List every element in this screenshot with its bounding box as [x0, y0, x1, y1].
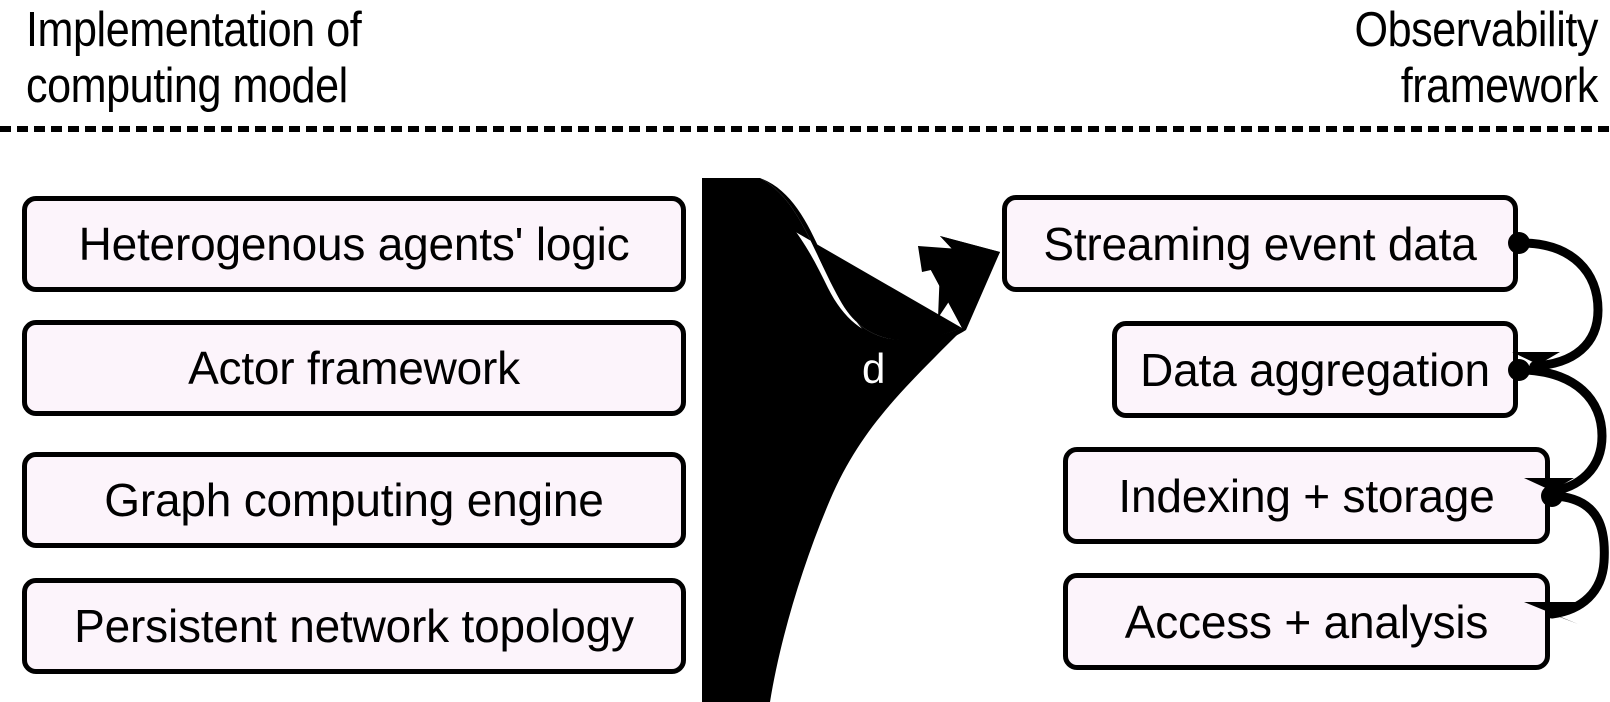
section-title-right: Observability framework: [1354, 3, 1598, 113]
right-box-data-aggregation[interactable]: Data aggregation: [1112, 321, 1518, 418]
section-title-left: Implementation of computing model: [26, 3, 362, 113]
left-box-actor-framework[interactable]: Actor framework: [22, 320, 686, 416]
left-box-persistent-network-topology[interactable]: Persistent network topology: [22, 578, 686, 674]
right-box-label: Streaming event data: [1043, 217, 1477, 270]
right-box-label: Data aggregation: [1140, 343, 1490, 396]
right-box-access-analysis[interactable]: Access + analysis: [1063, 573, 1550, 670]
right-box-label: Access + analysis: [1124, 595, 1489, 648]
dashed-divider: [0, 126, 1610, 132]
left-box-label: Persistent network topology: [74, 600, 634, 652]
connector-arrow-1: [1508, 232, 1603, 376]
funnel-clipped-glyph: d: [862, 348, 886, 392]
right-box-label: Indexing + storage: [1118, 469, 1495, 522]
right-box-indexing-storage[interactable]: Indexing + storage: [1063, 447, 1550, 544]
right-box-streaming-event-data[interactable]: Streaming event data: [1002, 195, 1518, 292]
left-box-graph-computing-engine[interactable]: Graph computing engine: [22, 452, 686, 548]
left-box-heterogenous-agents-logic[interactable]: Heterogenous agents' logic: [22, 196, 686, 292]
left-box-label: Heterogenous agents' logic: [78, 218, 630, 270]
left-box-label: Graph computing engine: [104, 474, 604, 526]
left-box-label: Actor framework: [188, 342, 520, 394]
